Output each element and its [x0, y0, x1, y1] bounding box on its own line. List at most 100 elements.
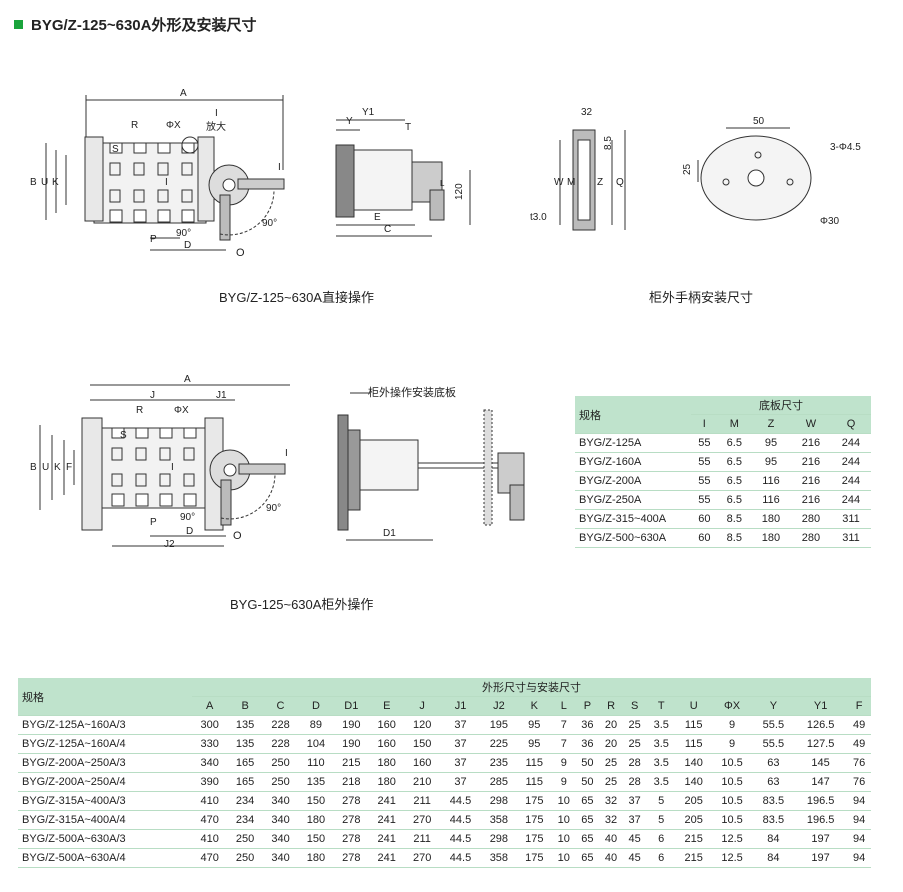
dimensions-value-cell: 340 — [262, 829, 299, 849]
dimensions-value-cell: 95 — [516, 734, 552, 754]
dimensions-value-cell: 5 — [646, 810, 676, 830]
dimensions-value-cell: 358 — [481, 810, 517, 830]
dimensions-value-cell: 83.5 — [752, 810, 795, 830]
dimensions-col-head: E — [369, 696, 405, 716]
dimensions-col-head: B — [227, 696, 263, 716]
dimensions-value-cell: 28 — [622, 753, 647, 773]
label-bot-S: S — [120, 430, 127, 441]
dimensions-value-cell: 250 — [262, 772, 299, 792]
dimensions-value-cell: 410 — [192, 791, 228, 811]
dimensions-value-cell: 6 — [646, 829, 676, 849]
dimensions-spec-cell: BYG/Z-200A~250A/4 — [18, 772, 192, 792]
dimensions-value-cell: 160 — [404, 753, 440, 773]
dimensions-value-cell: 49 — [847, 715, 871, 735]
dimensions-value-cell: 160 — [369, 734, 405, 754]
baseplate-value-cell: 311 — [830, 528, 871, 548]
baseplate-value-cell: 280 — [790, 509, 831, 529]
baseplate-value-cell: 8.5 — [717, 528, 751, 548]
baseplate-value-cell: 6.5 — [717, 490, 751, 510]
label-top-U: U — [41, 177, 48, 188]
dimensions-value-cell: 10 — [551, 810, 576, 830]
dimensions-value-cell: 195 — [481, 715, 517, 735]
dimensions-value-cell: 211 — [404, 791, 440, 811]
label-top-O: O — [236, 247, 245, 259]
drawing-direct-side — [335, 119, 471, 237]
baseplate-value-cell: 95 — [750, 452, 791, 472]
dimensions-value-cell: 37 — [439, 753, 482, 773]
dimensions-value-cell: 340 — [192, 753, 228, 773]
dimensions-value-cell: 94 — [847, 848, 871, 868]
label-bot-phiX: ΦX — [174, 405, 189, 416]
dimensions-value-cell: 228 — [262, 734, 299, 754]
baseplate-value-cell: 216 — [790, 433, 831, 453]
dimensions-value-cell: 104 — [298, 734, 334, 754]
dimensions-value-cell: 7 — [551, 715, 576, 735]
dimensions-value-cell: 340 — [262, 848, 299, 868]
label-top-90a: 90° — [176, 228, 191, 239]
dimensions-value-cell: 225 — [481, 734, 517, 754]
dimensions-spec-cell: BYG/Z-125A~160A/4 — [18, 734, 192, 754]
dimensions-value-cell: 228 — [262, 715, 299, 735]
dimensions-value-cell: 211 — [404, 829, 440, 849]
dimensions-value-cell: 390 — [192, 772, 228, 792]
dimensions-value-cell: 180 — [369, 772, 405, 792]
dimensions-value-cell: 94 — [847, 791, 871, 811]
dimensions-spec-cell: BYG/Z-500A~630A/3 — [18, 829, 192, 849]
dimensions-value-cell: 175 — [516, 791, 552, 811]
label-bot-I2: I — [285, 448, 288, 459]
dimensions-value-cell: 50 — [575, 772, 600, 792]
dimensions-value-cell: 32 — [599, 810, 623, 830]
baseplate-value-cell: 116 — [750, 471, 791, 491]
dimensions-value-cell: 285 — [481, 772, 517, 792]
dimensions-value-cell: 147 — [794, 772, 848, 792]
dimensions-value-cell: 218 — [333, 772, 370, 792]
dimensions-value-cell: 278 — [333, 848, 370, 868]
baseplate-col-head: Q — [830, 414, 871, 434]
dimensions-value-cell: 235 — [481, 753, 517, 773]
dimensions-value-cell: 340 — [262, 810, 299, 830]
baseplate-value-cell: 216 — [790, 471, 831, 491]
dimensions-value-cell: 250 — [227, 848, 263, 868]
dimensions-value-cell: 3.5 — [646, 753, 676, 773]
label-plate-50: 50 — [753, 116, 765, 127]
dimensions-value-cell: 358 — [481, 848, 517, 868]
dimensions-value-cell: 76 — [847, 753, 871, 773]
dimensions-value-cell: 135 — [227, 715, 263, 735]
label-bot-90b: 90° — [266, 503, 281, 514]
baseplate-value-cell: 55 — [691, 471, 718, 491]
dimensions-value-cell: 83.5 — [752, 791, 795, 811]
page-title: BYG/Z-125~630A外形及安装尺寸 — [14, 14, 256, 35]
baseplate-col-head: M — [717, 414, 751, 434]
dimensions-value-cell: 330 — [192, 734, 228, 754]
dimensions-value-cell: 25 — [599, 772, 623, 792]
dimensions-value-cell: 241 — [369, 848, 405, 868]
label-top-90b: 90° — [262, 218, 277, 229]
dimensions-value-cell: 10.5 — [711, 753, 753, 773]
label-side-T: T — [405, 122, 411, 133]
dimensions-value-cell: 45 — [622, 848, 647, 868]
dimensions-col-head: R — [599, 696, 623, 716]
baseplate-value-cell: 60 — [691, 528, 718, 548]
dimensions-value-cell: 241 — [369, 791, 405, 811]
dimensions-col-head: ΦX — [711, 696, 753, 716]
dimensions-value-cell: 37 — [622, 810, 647, 830]
baseplate-value-cell: 55 — [691, 433, 718, 453]
dimensions-value-cell: 63 — [752, 772, 795, 792]
dimensions-value-cell: 55.5 — [752, 715, 795, 735]
drawing-handle-plate — [697, 127, 812, 221]
baseplate-group-head: 底板尺寸 — [691, 396, 871, 415]
dimensions-value-cell: 12.5 — [711, 848, 753, 868]
dimensions-value-cell: 84 — [752, 848, 795, 868]
dimensions-value-cell: 94 — [847, 810, 871, 830]
dimensions-value-cell: 65 — [575, 791, 600, 811]
label-top-S: S — [112, 144, 119, 155]
dimensions-value-cell: 37 — [622, 791, 647, 811]
label-handle-W: W — [554, 177, 564, 188]
baseplate-value-cell: 244 — [830, 433, 871, 453]
dimensions-value-cell: 65 — [575, 810, 600, 830]
baseplate-spec-cell: BYG/Z-250A — [575, 490, 691, 510]
dimensions-value-cell: 3.5 — [646, 715, 676, 735]
label-bot-I: I — [171, 462, 174, 473]
